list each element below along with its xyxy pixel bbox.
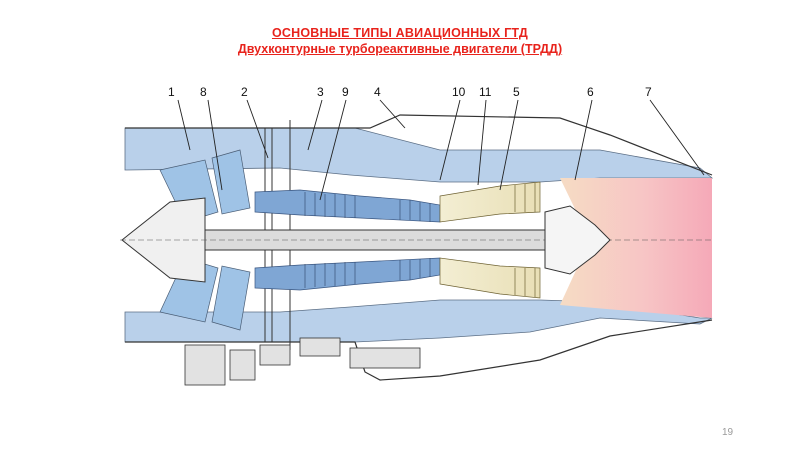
compressor-flowpath-lower [254,257,441,291]
callout-9: 9 [342,85,349,99]
callout-2: 2 [241,85,248,99]
slide-subtitle: Двухконтурные турбореактивные двигатели … [237,42,563,56]
callout-6: 6 [587,85,594,99]
callout-7: 7 [645,85,652,99]
exhaust-plume [560,178,712,318]
compressor-flowpath-upper [254,189,441,223]
callout-11: 11 [479,85,492,99]
callout-1: 1 [168,85,175,99]
tail-cone [544,205,611,275]
callout-8: 8 [200,85,207,99]
slide-title: ОСНОВНЫЕ ТИПЫ АВИАЦИОННЫХ ГТД [271,26,529,40]
page-number: 19 [722,427,734,438]
bypass-duct-upper [124,127,714,183]
callout-5: 5 [513,85,520,99]
accessory-gearbox [184,337,421,386]
callout-4: 4 [374,85,381,99]
nacelle-contour [125,114,713,176]
callout-10: 10 [452,85,466,99]
callout-3: 3 [317,85,324,99]
